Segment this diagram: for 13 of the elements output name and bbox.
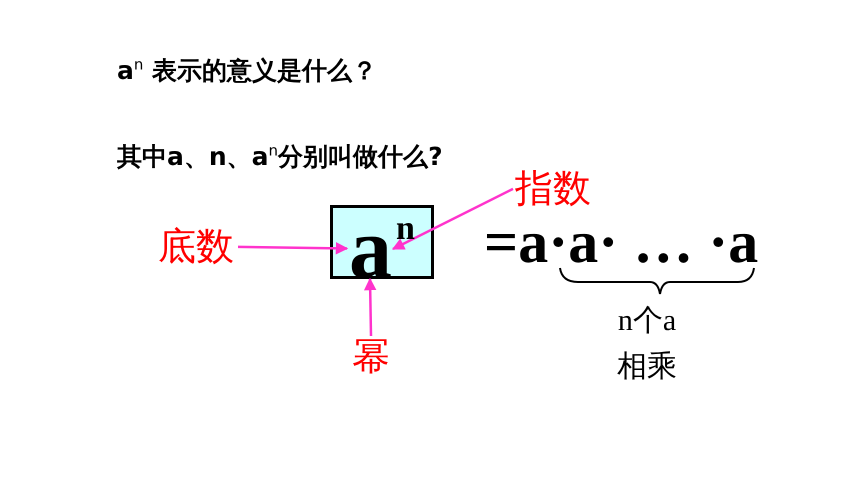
brace-note: n个a相乘 (616, 303, 678, 385)
pointer-arrow (392, 188, 514, 250)
term-label: 底数 (158, 226, 234, 268)
term-label: 幂 (352, 336, 390, 378)
exponent-letter: n (396, 212, 415, 246)
base-letter: a (349, 214, 392, 282)
highlight-box (330, 205, 434, 279)
pointer-arrow (238, 242, 348, 255)
product-formula: =a·a· … ·a (484, 212, 758, 272)
pointer-arrow (364, 278, 376, 336)
question-text: 其中a、n、a$^{n}$分别叫做什么? (117, 140, 443, 173)
question-text: a$^{n}$ 表示的意义是什么？ (117, 54, 378, 87)
term-label: 指数 (515, 168, 591, 210)
